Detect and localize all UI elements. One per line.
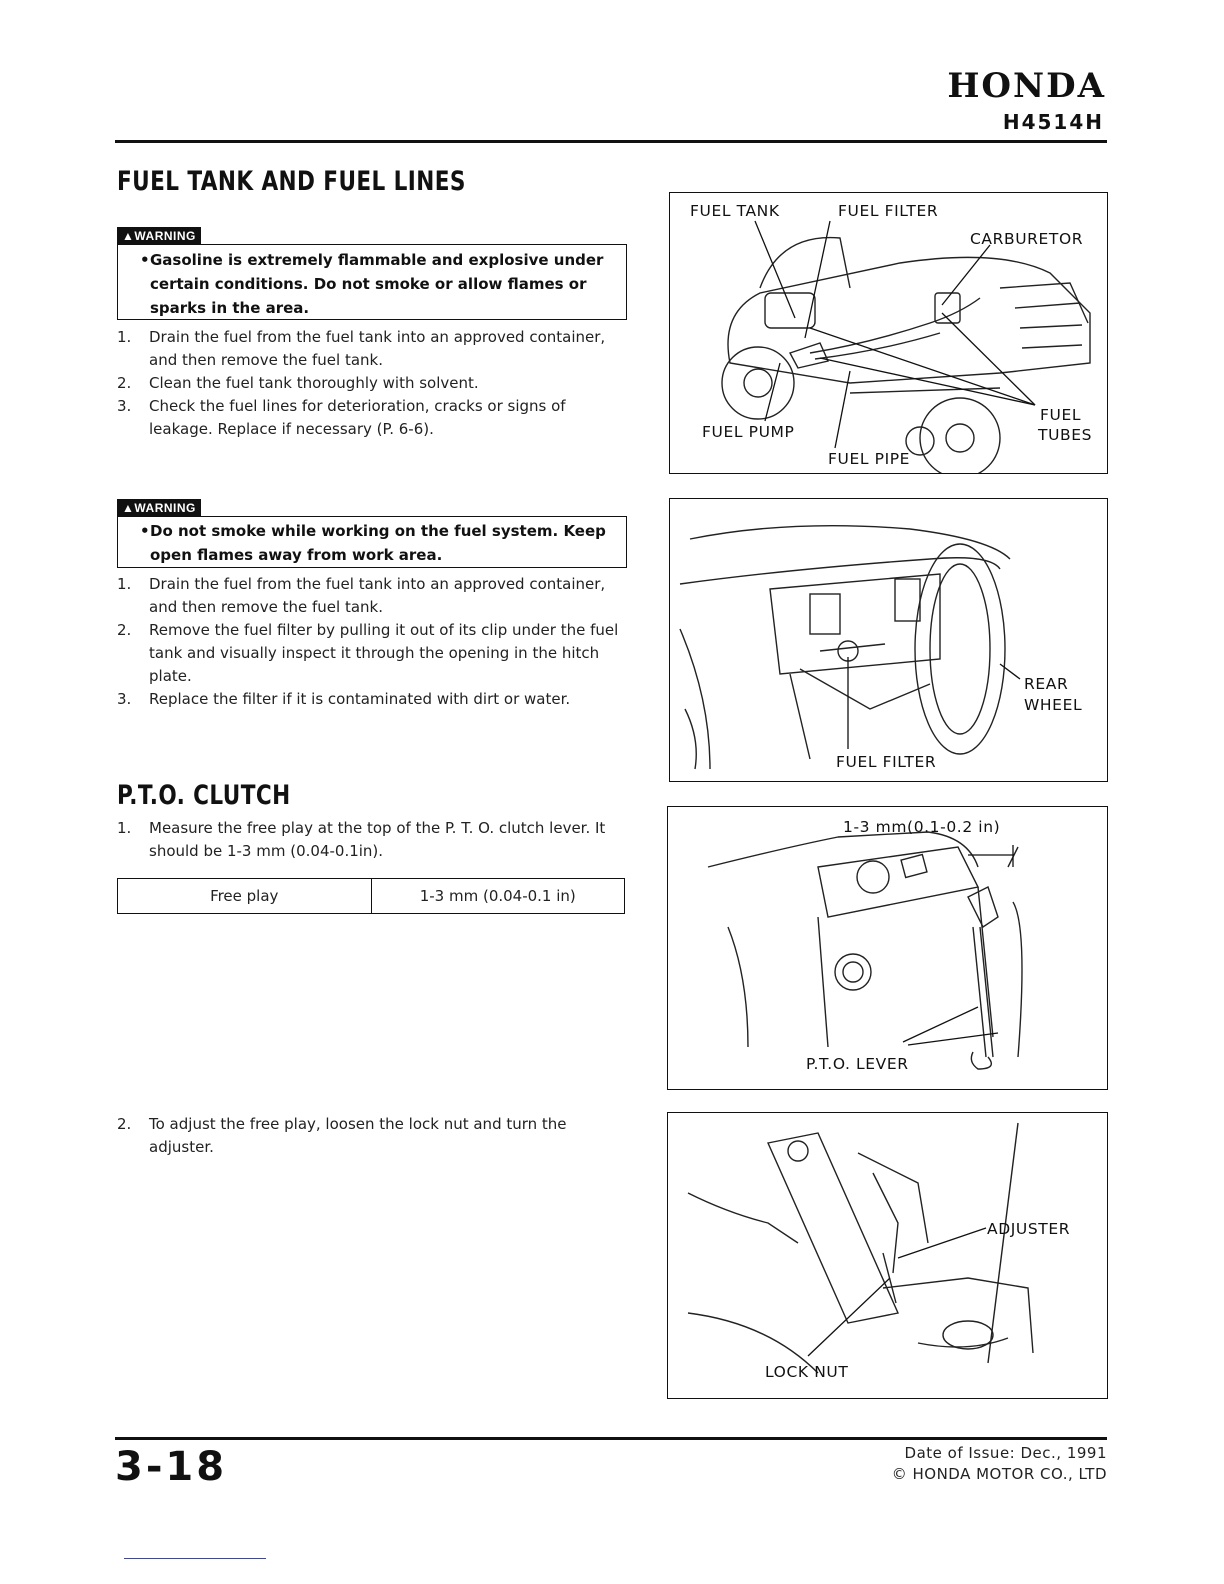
label-adjuster: ADJUSTER — [987, 1220, 1071, 1238]
fuel-steps-1: 1. Drain the fuel from the fuel tank int… — [117, 326, 629, 446]
warning-tag-2: ▲WARNING — [117, 499, 201, 517]
list-item: 2. Remove the fuel filter by pulling it … — [117, 621, 619, 685]
pto-lever-illustration — [707, 831, 1023, 1070]
section-title-pto: P.T.O. CLUTCH — [117, 780, 291, 811]
warning-bullet: • — [140, 522, 150, 540]
list-item: 3. Replace the filter if it is contamina… — [117, 690, 571, 708]
label-pto-lever: P.T.O. LEVER — [806, 1055, 909, 1073]
label-fuel-filter-2: FUEL FILTER — [836, 753, 937, 771]
label-lock-nut: LOCK NUT — [765, 1363, 849, 1381]
label-tubes: TUBES — [1038, 426, 1093, 444]
pto-step-2: 2. To adjust the free play, loosen the l… — [117, 1115, 567, 1156]
list-item: 3. Check the fuel lines for deterioratio… — [117, 397, 566, 438]
label-wheel: WHEEL — [1024, 696, 1083, 714]
label-fuel-pump: FUEL PUMP — [702, 423, 795, 441]
warning-box-2: • Do not smoke while working on the fuel… — [117, 516, 627, 568]
spec-label: Free play — [117, 878, 372, 914]
figure-fuel-system: FUEL TANK FUEL FILTER CARBURETOR FUEL PU… — [669, 192, 1108, 474]
warning-box-1: • Gasoline is extremely flammable and ex… — [117, 244, 627, 320]
brand-logo: HONDA — [947, 66, 1106, 106]
label-fuel: FUEL — [1040, 406, 1082, 424]
adjuster-illustration — [687, 1122, 1034, 1374]
label-carburetor: CARBURETOR — [970, 230, 1084, 248]
pto-step-1: 1. Measure the free play at the top of t… — [117, 819, 606, 860]
section-title-fuel: FUEL TANK AND FUEL LINES — [117, 166, 466, 197]
tractor-fuel-system-illustration — [721, 220, 1091, 473]
list-item: 2. Clean the fuel tank thoroughly with s… — [117, 374, 479, 392]
warning-tag-1: ▲WARNING — [117, 227, 201, 245]
copyright: © HONDA MOTOR CO., LTD — [891, 1465, 1107, 1483]
label-fuel-tank: FUEL TANK — [690, 202, 780, 220]
model-number: H4514H — [1002, 110, 1104, 134]
spec-table: Free play 1-3 mm (0.04-0.1 in) — [117, 878, 625, 914]
scan-mark — [124, 1558, 266, 1559]
page-number: 3-18 — [115, 1444, 228, 1490]
warning-text-2: Do not smoke while working on the fuel s… — [150, 522, 606, 564]
label-fuel-filter: FUEL FILTER — [838, 202, 939, 220]
figure-adjuster: ADJUSTER LOCK NUT — [667, 1112, 1108, 1399]
fuel-filter-illustration — [679, 524, 1021, 770]
fuel-steps-2: 1. Drain the fuel from the fuel tank int… — [117, 573, 629, 713]
label-fuel-pipe: FUEL PIPE — [828, 450, 911, 468]
warning-text-1: Gasoline is extremely flammable and expl… — [150, 251, 604, 317]
table-row: Free play 1-3 mm (0.04-0.1 in) — [117, 878, 625, 914]
spec-value: 1-3 mm (0.04-0.1 in) — [370, 878, 625, 914]
label-dimension: 1-3 mm(0.1-0.2 in) — [843, 818, 1001, 836]
figure-fuel-filter: REAR WHEEL FUEL FILTER — [669, 498, 1108, 782]
header-rule — [115, 140, 1107, 143]
warning-bullet: • — [140, 251, 150, 269]
label-rear: REAR — [1024, 675, 1069, 693]
issue-date: Date of Issue: Dec., 1991 — [904, 1444, 1107, 1462]
list-item: 1. Drain the fuel from the fuel tank int… — [117, 328, 606, 369]
list-item: 1. Drain the fuel from the fuel tank int… — [117, 575, 606, 616]
figure-pto-lever: 1-3 mm(0.1-0.2 in) P.T.O. LEVER — [667, 806, 1108, 1090]
footer-rule — [115, 1437, 1107, 1440]
